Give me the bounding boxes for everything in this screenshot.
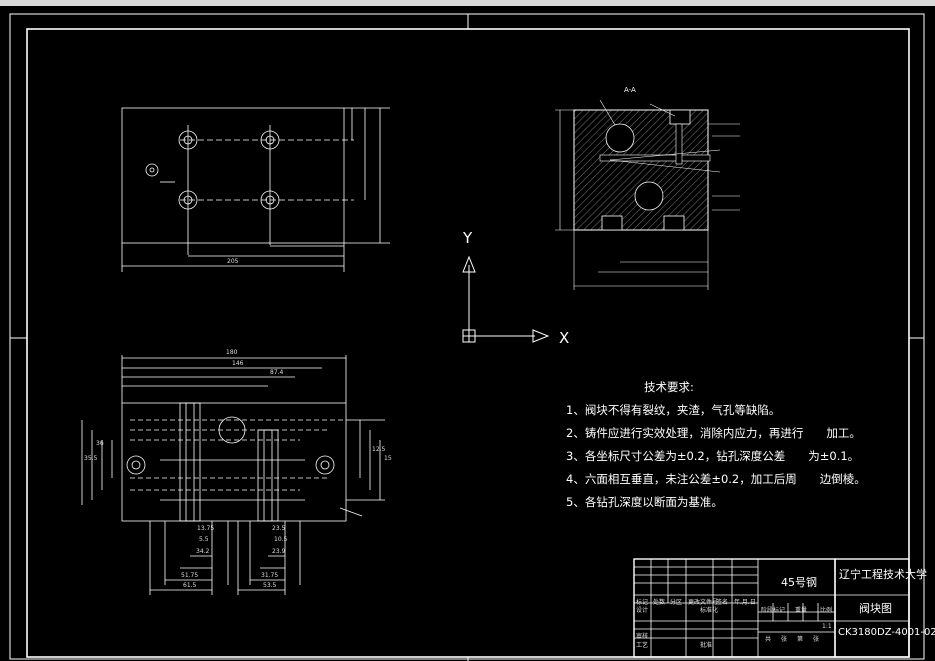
axis-x-label: X bbox=[559, 329, 569, 347]
axis-y-label: Y bbox=[462, 229, 473, 247]
dim-bottom: 31.75 bbox=[261, 572, 279, 579]
dim-bottom: 13.75 bbox=[197, 525, 215, 532]
tb-row-label: 更改文件号 bbox=[688, 599, 719, 606]
tb-row3-label: 审核 bbox=[636, 633, 649, 640]
tb-row2-label: 比例 bbox=[820, 607, 833, 614]
school-name: 辽宁工程技术大学 bbox=[839, 568, 927, 581]
dim-bottom: 23.5 bbox=[272, 525, 286, 532]
dim-bottom: 34.2 bbox=[196, 548, 210, 555]
drawing-name: 阀块图 bbox=[859, 602, 892, 615]
sheet-border bbox=[9, 13, 925, 661]
window-top-strip bbox=[0, 0, 935, 6]
dim-bottom: 10.5 bbox=[274, 536, 288, 543]
tb-row2-label: 重量 bbox=[795, 607, 808, 614]
dim-front-width-2: 146 bbox=[232, 360, 244, 367]
scale-value: 1:1 bbox=[822, 623, 832, 630]
material-label: 45号钢 bbox=[781, 576, 817, 589]
section-view: A-A bbox=[555, 86, 740, 290]
tb-row2-label: 标准化 bbox=[700, 607, 719, 614]
section-label: A-A bbox=[624, 86, 636, 94]
drawing-number: CK3180DZ-4001-02 bbox=[838, 627, 935, 638]
tb-row-label: 标记 bbox=[636, 599, 649, 606]
tech-req-item: 4、六面相互垂直，未注公差±0.2，加工后周 边倒棱。 bbox=[566, 472, 866, 486]
dim-front-width: 180 bbox=[226, 349, 238, 356]
dim-side: 36 bbox=[96, 440, 104, 447]
dim-side: 15 bbox=[384, 455, 392, 462]
tb-row-label: 签名 bbox=[716, 599, 729, 606]
dim-side: 35.5 bbox=[84, 455, 98, 462]
dim-bottom: 5.5 bbox=[199, 536, 209, 543]
dim-side: 12.5 bbox=[372, 446, 386, 453]
tb-row3-label: 工艺 bbox=[636, 642, 649, 649]
dim-front-d1: 87.4 bbox=[270, 369, 284, 376]
tech-req-item: 1、阀块不得有裂纹，夹渣，气孔等缺陷。 bbox=[566, 403, 781, 417]
technical-requirements: 技术要求: 1、阀块不得有裂纹，夹渣，气孔等缺陷。 2、铸件应进行实效处理，消除… bbox=[566, 376, 866, 514]
title-block-frame bbox=[633, 558, 910, 658]
sheet-label: 张 bbox=[813, 636, 820, 643]
cad-drawing-canvas: A-A Y X bbox=[9, 13, 925, 661]
tech-req-title: 技术要求: bbox=[644, 380, 694, 394]
tb-row2-label: 阶段标记 bbox=[761, 607, 786, 614]
dim-bottom: 51.75 bbox=[181, 572, 199, 579]
sheet-label: 共 bbox=[765, 636, 772, 643]
tb-row-label: 年.月.日 bbox=[734, 599, 756, 606]
front-view bbox=[81, 355, 385, 595]
tb-row-label: 分区 bbox=[670, 599, 683, 606]
tech-req-item: 2、铸件应进行实效处理，消除内应力，再进行 加工。 bbox=[566, 426, 861, 440]
tech-req-item: 5、各钻孔深度以断面为基准。 bbox=[566, 495, 723, 509]
dim-bottom: 53.5 bbox=[263, 582, 277, 589]
tb-row2-label: 设计 bbox=[636, 607, 649, 614]
dim-top-width: 205 bbox=[227, 258, 239, 265]
sheet-label: 第 bbox=[797, 636, 804, 643]
tb-row-label: 处数 bbox=[653, 599, 666, 606]
dim-bottom: 61.5 bbox=[183, 582, 197, 589]
top-view bbox=[121, 107, 390, 272]
axis-symbol bbox=[462, 255, 550, 343]
tb-row3-label: 批准 bbox=[700, 642, 713, 649]
sheet-label: 张 bbox=[781, 636, 788, 643]
tech-req-item: 3、各坐标尺寸公差为±0.2，钻孔深度公差 为±0.1。 bbox=[566, 449, 860, 463]
dim-bottom: 23.9 bbox=[272, 548, 286, 555]
